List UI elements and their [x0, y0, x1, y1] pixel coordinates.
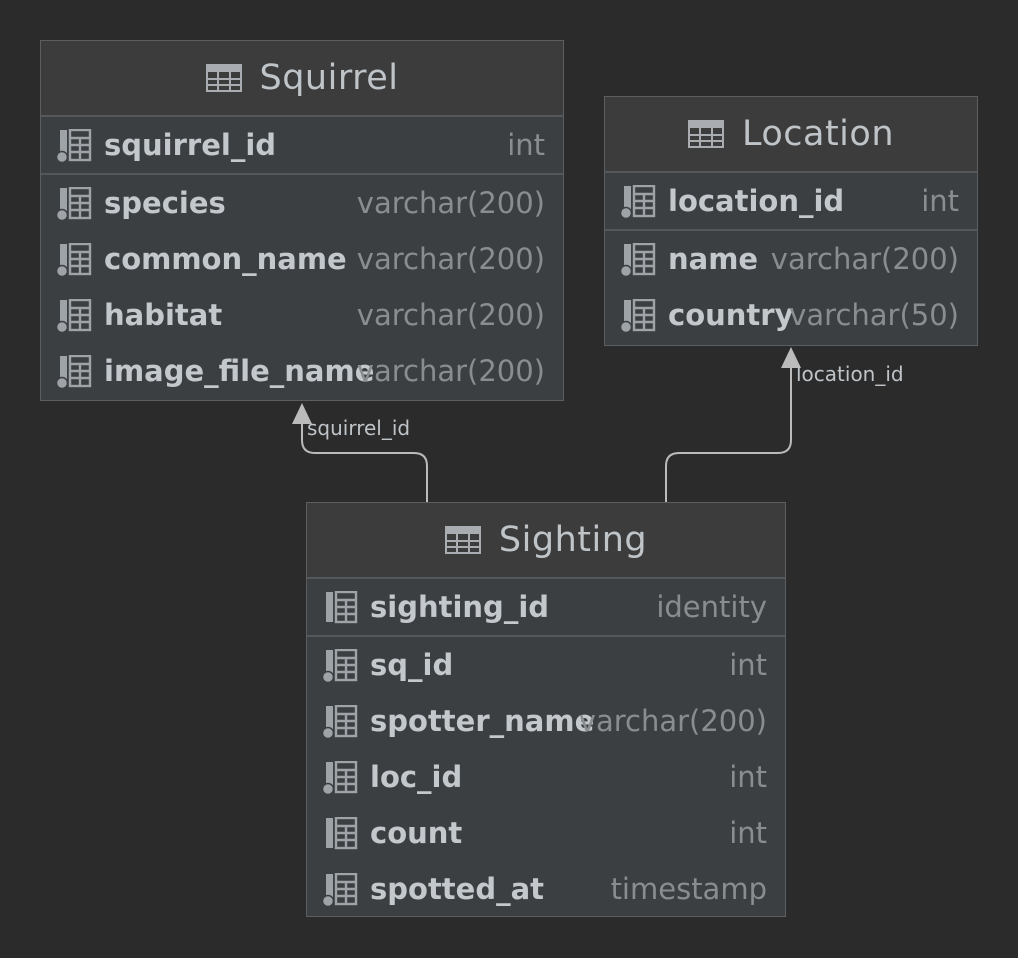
foreign-key-column-icon: [620, 185, 656, 219]
primary-key-row[interactable]: squirrel_id int: [41, 117, 563, 175]
column-type: varchar(200): [356, 298, 545, 332]
foreign-key-column-icon: [56, 129, 92, 163]
column-type: varchar(200): [356, 354, 545, 388]
table-header[interactable]: Location: [605, 97, 977, 173]
column-name: sq_id: [370, 648, 454, 682]
foreign-key-column-icon: [322, 761, 358, 795]
primary-key-row[interactable]: location_id int: [605, 173, 977, 231]
column-name: species: [104, 186, 226, 220]
column-type: int: [921, 184, 959, 218]
foreign-key-column-icon: [56, 355, 92, 389]
column-name: loc_id: [370, 760, 463, 794]
column-icon: [326, 817, 358, 850]
table-icon: [444, 526, 481, 554]
column-type: int: [729, 648, 767, 682]
column-name: location_id: [668, 184, 845, 218]
column-type: varchar(200): [578, 704, 767, 738]
column-row[interactable]: spotted_at timestamp: [307, 861, 785, 917]
column-row[interactable]: common_name varchar(200): [41, 231, 563, 287]
table-icon: [205, 64, 242, 92]
column-name: image_file_name: [104, 354, 375, 388]
column-row[interactable]: loc_id int: [307, 749, 785, 805]
table-header[interactable]: Squirrel: [41, 41, 563, 117]
column-name: country: [668, 298, 794, 332]
foreign-key-column-icon: [620, 243, 656, 277]
relationship-label-squirrel: squirrel_id: [307, 416, 411, 440]
foreign-key-column-icon: [620, 299, 656, 333]
column-name: spotted_at: [370, 872, 545, 906]
column-type: varchar(200): [356, 242, 545, 276]
column-name: habitat: [104, 298, 223, 332]
table-title: Sighting: [498, 520, 648, 560]
foreign-key-column-icon: [56, 187, 92, 221]
column-row[interactable]: sq_id int: [307, 637, 785, 693]
column-row[interactable]: count int: [307, 805, 785, 861]
foreign-key-column-icon: [56, 243, 92, 277]
column-type: int: [729, 760, 767, 794]
column-type: int: [729, 816, 767, 850]
column-icon: [326, 591, 358, 624]
primary-key-row[interactable]: sighting_id identity: [307, 579, 785, 637]
foreign-key-column-icon: [56, 299, 92, 333]
column-type: varchar(200): [356, 186, 545, 220]
column-name: name: [668, 242, 759, 276]
column-name: spotter_name: [370, 704, 595, 738]
column-name: common_name: [104, 242, 347, 276]
column-type: varchar(50): [789, 298, 959, 332]
column-row[interactable]: habitat varchar(200): [41, 287, 563, 343]
table-title: Squirrel: [259, 58, 399, 98]
column-row[interactable]: species varchar(200): [41, 175, 563, 231]
relationship-line-location: [665, 364, 792, 502]
table-location[interactable]: Location location_id int name varchar(200) c…: [604, 96, 978, 346]
column-type: varchar(200): [770, 242, 959, 276]
table-squirrel[interactable]: Squirrel squirrel_id int species varchar(20…: [40, 40, 564, 401]
column-type: identity: [656, 590, 767, 624]
column-name: squirrel_id: [104, 128, 277, 162]
foreign-key-column-icon: [322, 873, 358, 907]
column-row[interactable]: name varchar(200): [605, 231, 977, 287]
table-title: Location: [741, 114, 895, 154]
column-type: int: [507, 128, 545, 162]
relationship-label-location: location_id: [796, 362, 904, 386]
column-name: count: [370, 816, 463, 850]
foreign-key-column-icon: [322, 705, 358, 739]
table-header[interactable]: Sighting: [307, 503, 785, 579]
column-type: timestamp: [610, 872, 767, 906]
column-name: sighting_id: [370, 590, 550, 624]
table-icon: [687, 120, 724, 148]
foreign-key-column-icon: [322, 649, 358, 683]
